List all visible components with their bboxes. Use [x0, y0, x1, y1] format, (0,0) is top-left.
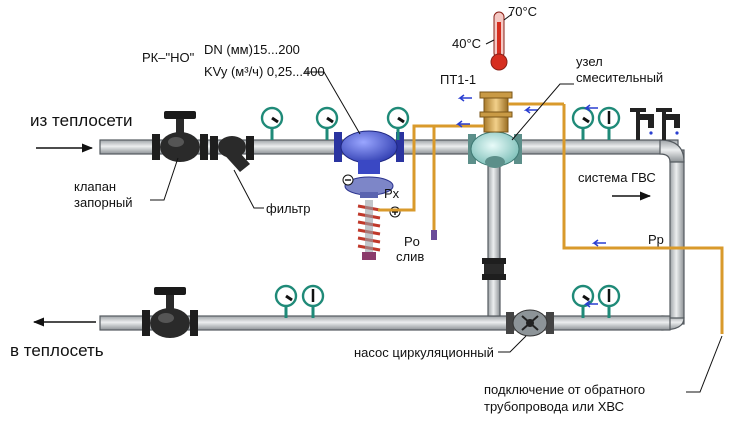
dhw-loop-right-pipe: [669, 149, 685, 325]
label-pump: насос циркуляционный: [354, 345, 494, 360]
label-po: Po: [404, 234, 420, 249]
impulse-tubes: [378, 102, 724, 334]
shutoff-valve-supply: [152, 111, 208, 162]
label-dhw-system: система ГВС: [578, 170, 656, 185]
leader-lines: [150, 71, 723, 393]
label-shutoff-valve-2: запорный: [74, 195, 132, 210]
label-pp: Pр: [648, 232, 664, 247]
leader-mixing-unit: [511, 83, 574, 141]
water-drops: [649, 131, 679, 135]
gauges: [260, 106, 621, 318]
leader-regulator: [304, 71, 361, 135]
label-drain: слив: [396, 249, 424, 264]
label-connection-1: подключение от обратного: [484, 382, 645, 397]
label-from-network: из теплосети: [30, 111, 133, 130]
label-temp-high: 70°C: [508, 4, 537, 19]
label-regulator-name: РК–"НО": [142, 50, 195, 65]
shutoff-valve-return: [142, 287, 198, 338]
label-regulator-dn: DN (мм)15...200: [204, 42, 300, 57]
drain-outlet: [431, 230, 437, 240]
thermometer-gauge-icon: [597, 284, 621, 318]
main-flow-arrows: [32, 143, 652, 327]
check-valve-bypass: [482, 258, 506, 280]
label-px: Px: [384, 186, 400, 201]
pressure-gauge-icon: [571, 284, 595, 318]
faucet-icon: [656, 108, 680, 140]
pressure-gauge-icon: [260, 106, 284, 140]
label-connection-2: трубопровода или ХВС: [484, 399, 624, 414]
pressure-regulator-rk: [334, 130, 404, 260]
pressure-gauge-icon: [386, 106, 410, 140]
label-shutoff-valve-1: клапан: [74, 179, 116, 194]
pipe-elbow-top-right: [659, 139, 685, 163]
label-pt: ПТ1-1: [440, 72, 476, 87]
thermometer-gauge-icon: [597, 106, 621, 140]
label-temp-low: 40°C: [452, 36, 481, 51]
impulse-tube-pp: [562, 104, 724, 334]
pressure-gauge-icon: [571, 106, 595, 140]
leader-shutoff-valve: [150, 157, 179, 201]
thermometer-gauge-icon: [301, 284, 325, 318]
leader-filter: [233, 169, 264, 209]
pressure-gauge-icon: [315, 106, 339, 140]
label-filter: фильтр: [266, 201, 310, 216]
label-to-network: в теплосеть: [10, 341, 104, 360]
impulse-flow-arrows: [455, 94, 606, 308]
labels: из теплосети в теплосеть клапан запорный…: [10, 4, 664, 414]
label-mixing-unit-2: смесительный: [576, 70, 663, 85]
mixing-unit: [468, 91, 522, 168]
label-mixing-unit-1: узел: [576, 54, 603, 69]
faucet-icon: [630, 108, 654, 140]
thermometer-icon: [485, 11, 513, 71]
pipe-network: [99, 139, 685, 331]
label-regulator-kvy: KVy (м³/ч) 0,25...400: [204, 64, 325, 79]
pressure-gauge-icon: [274, 284, 298, 318]
bypass-pipe: [487, 153, 501, 317]
filter-strainer: [210, 136, 254, 172]
impulse-tube-px: [378, 124, 484, 212]
leader-pump: [498, 335, 527, 353]
circulation-pump: [506, 309, 554, 337]
leader-connection: [686, 335, 723, 393]
